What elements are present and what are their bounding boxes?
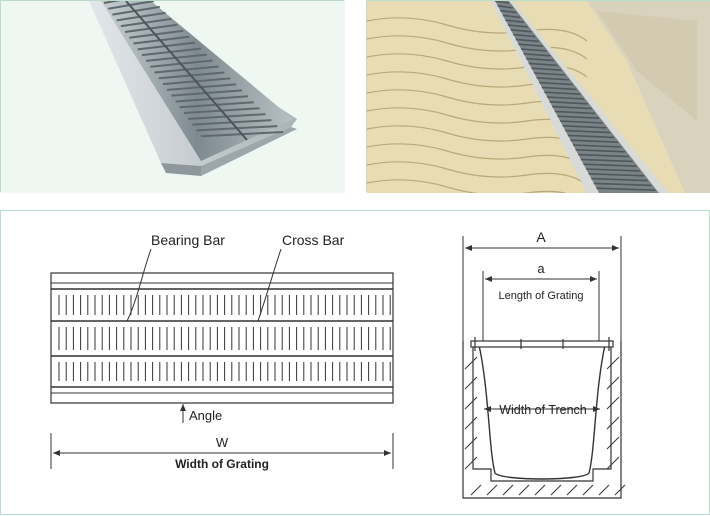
- grating-photo-panel: [0, 0, 345, 193]
- trench-section: [462, 341, 626, 499]
- width-of-grating-label: Width of Grating: [175, 457, 269, 471]
- trench-installation-photo: [367, 1, 710, 193]
- grating-diagram-panel: Bearing Bar Cross Bar Angle W Width of G…: [0, 210, 710, 515]
- grating-technical-drawing: Bearing Bar Cross Bar Angle W Width of G…: [50, 229, 626, 499]
- grating-product-photo: [1, 1, 345, 193]
- angle-label: Angle: [189, 408, 222, 423]
- grating-outline: [50, 272, 394, 404]
- length-of-grating-label: Length of Grating: [498, 290, 583, 302]
- a-upper-label: A: [536, 229, 546, 245]
- bearing-bar-leader: [126, 248, 152, 322]
- a-lower-label: a: [537, 261, 545, 276]
- plan-view: [50, 272, 394, 404]
- width-of-trench-label: Width of Trench: [499, 403, 587, 417]
- w-label: W: [216, 435, 229, 450]
- cross-bar-label: Cross Bar: [282, 232, 345, 248]
- section-grate: [470, 340, 614, 348]
- trench-photo-panel: [366, 0, 710, 193]
- bearing-bar-label: Bearing Bar: [151, 232, 225, 248]
- cross-bar-leader: [257, 248, 282, 322]
